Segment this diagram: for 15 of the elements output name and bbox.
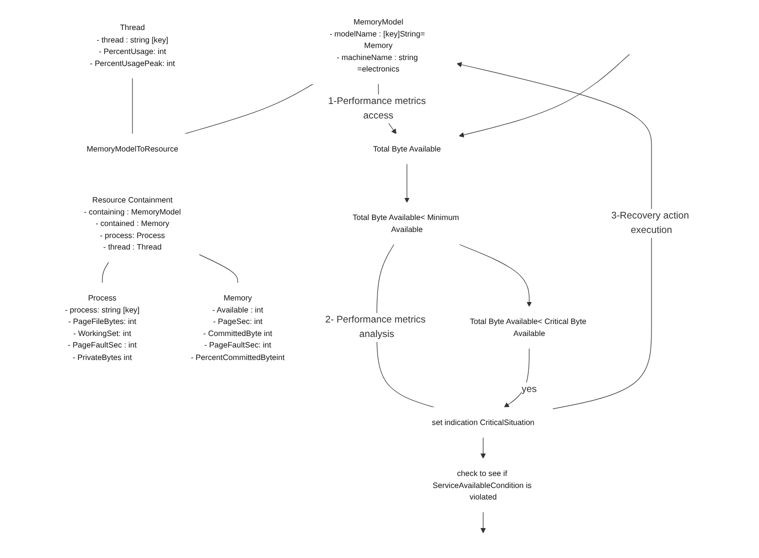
arrow [480, 512, 486, 534]
arrow [504, 348, 530, 408]
connector [198, 254, 238, 284]
connector [184, 84, 314, 134]
arrow [404, 164, 410, 203]
connector [132, 78, 133, 134]
arrow [456, 62, 652, 410]
edge-label: 1-Performance metrics access [328, 96, 426, 121]
arrow [458, 54, 630, 138]
edge-label: 3-Recovery action execution [611, 210, 690, 236]
edge-label: 2- Performance metrics analysis [325, 314, 426, 340]
edge-label: yes [522, 384, 537, 394]
arrow [458, 244, 532, 307]
connector [102, 262, 110, 284]
arrow [480, 437, 486, 459]
